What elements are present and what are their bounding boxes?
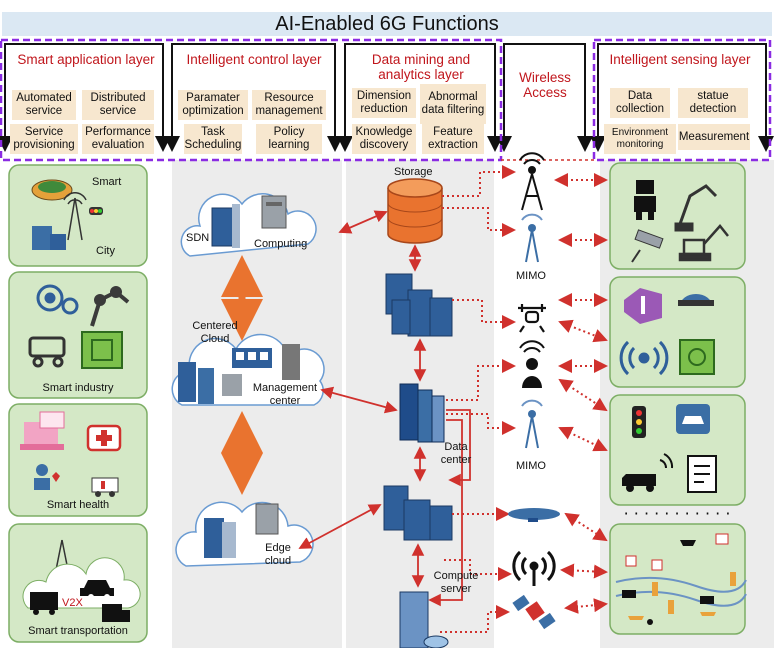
wireless-signal-icon: [619, 340, 669, 376]
cell-abnormal-data-filtering: Abnormal data filtering: [420, 84, 486, 124]
dome-camera-icon: [678, 294, 714, 306]
city-buildings-icon: [32, 226, 66, 250]
traffic-light-icon: [89, 207, 103, 215]
computing-label: Computing: [254, 238, 308, 250]
ambulance-icon: [91, 477, 119, 497]
cell-service-provisioning: Service provisioning: [10, 124, 78, 154]
cell-policy-learning: Policy learning: [256, 124, 322, 154]
intelligent-control-layer-title: Intelligent control layer: [186, 52, 322, 67]
cell-knowledge-discovery: Knowledge discovery: [352, 124, 416, 154]
smart-transportation-label: Smart transportation: [28, 625, 128, 637]
smart-city-label-bottom: City: [96, 245, 115, 257]
traffic-light-2-icon: [632, 406, 646, 438]
data-center-servers-icon: [399, 383, 445, 443]
truck-icon: [102, 604, 130, 622]
maritime-network-icon: [615, 533, 747, 625]
cell-resource-management: Resource management: [252, 90, 326, 120]
gears-icon: [36, 284, 79, 315]
management-servers-icon: [178, 344, 300, 404]
compute-server-icon: [399, 591, 449, 648]
thermometer-sensor-icon: [624, 288, 662, 324]
mimo-label-2: MIMO: [516, 460, 546, 472]
mimo-antenna-2-icon: [521, 399, 543, 449]
storage-cylinder-icon: [387, 178, 443, 244]
hospital-bed-icon: [20, 411, 65, 450]
robot-arm-icon: [90, 286, 130, 327]
edge-servers-icon: [204, 503, 279, 558]
smart-health-label: Smart health: [46, 499, 110, 511]
computing-server-icon: [261, 195, 287, 229]
smart-application-layer-title: Smart application layer: [17, 52, 155, 67]
first-aid-kit-icon: [86, 424, 122, 452]
intelligent-sensing-layer-title: Intelligent sensing layer: [609, 52, 751, 67]
smart-city-label-top: Smart: [92, 176, 122, 188]
radio-tower-icon: [519, 152, 545, 211]
car-chip-icon: [676, 404, 710, 434]
stadium-icon: [31, 179, 73, 201]
broadcast-icon: [512, 550, 556, 586]
user-signal-icon: [519, 340, 545, 388]
storage-label: Storage: [394, 166, 433, 178]
mimo-antenna-icon: [521, 213, 543, 263]
dashed-box-right: [592, 38, 772, 162]
header-brackets: [0, 43, 774, 152]
car-icon: [80, 580, 114, 600]
cell-task-scheduling: Task Scheduling: [184, 124, 242, 154]
smart-industry-label: Smart industry: [42, 382, 114, 394]
security-camera-icon: [631, 229, 664, 263]
robot-icon: [634, 180, 656, 220]
mimo-label-1: MIMO: [516, 270, 546, 282]
edge-cloud-label: Edge cloud: [264, 542, 292, 567]
factory-vehicle-icon: [28, 336, 66, 368]
cell-environment-monitoring: Environment monitoring: [604, 124, 676, 154]
wireless-column-bg: [498, 160, 598, 648]
excavator-icon: [678, 224, 729, 262]
wireless-access-title: Wireless Access: [519, 70, 571, 100]
patient-heart-icon: [34, 464, 60, 490]
centered-cloud-label: Centered Cloud: [192, 320, 238, 345]
cell-parameter-optimization: Paramater optimization: [178, 90, 248, 120]
cell-data-collection: Data collection: [610, 88, 670, 118]
compute-server-label: Compute server: [433, 570, 479, 595]
cell-distributed-service: Distributed service: [82, 90, 154, 120]
circuit-chip-icon: [679, 339, 715, 375]
data-mining-layer-title: Data mining and analytics layer: [371, 52, 471, 82]
buildings-cluster-icon: [385, 273, 453, 337]
page-title: AI-Enabled 6G Functions: [2, 12, 772, 36]
rv-icon: [30, 592, 58, 615]
sdn-server-icon: [211, 204, 240, 248]
satellite-icon: [512, 594, 556, 630]
connected-car-icon: [622, 453, 674, 492]
airship-icon: [508, 508, 560, 522]
cell-performance-evaluation: Performance evaluation: [82, 124, 154, 154]
cell-dimension-reduction: Dimension reduction: [352, 88, 416, 118]
sdn-label: SDN: [186, 232, 210, 244]
v2x-label: V2X: [62, 597, 83, 609]
cell-feature-extraction: Feature extraction: [422, 124, 484, 154]
buildings-cluster-2-icon: [383, 485, 453, 541]
cell-automated-service: Automated service: [12, 90, 76, 120]
robotic-arm-icon: [674, 184, 718, 232]
drone-icon: [518, 304, 546, 333]
ellipsis: · · · · · · · · · · ·: [624, 504, 731, 523]
management-center-label: Management center: [252, 382, 318, 407]
chip-icon: [81, 331, 123, 369]
cell-statue-detection: statue detection: [678, 88, 748, 118]
cell-measurement: Measurement: [678, 124, 750, 150]
data-center-label: Data center: [440, 441, 472, 466]
antenna-icon: [63, 192, 87, 241]
dashed-box-left: [0, 38, 503, 162]
clipboard-icon: [687, 455, 717, 493]
